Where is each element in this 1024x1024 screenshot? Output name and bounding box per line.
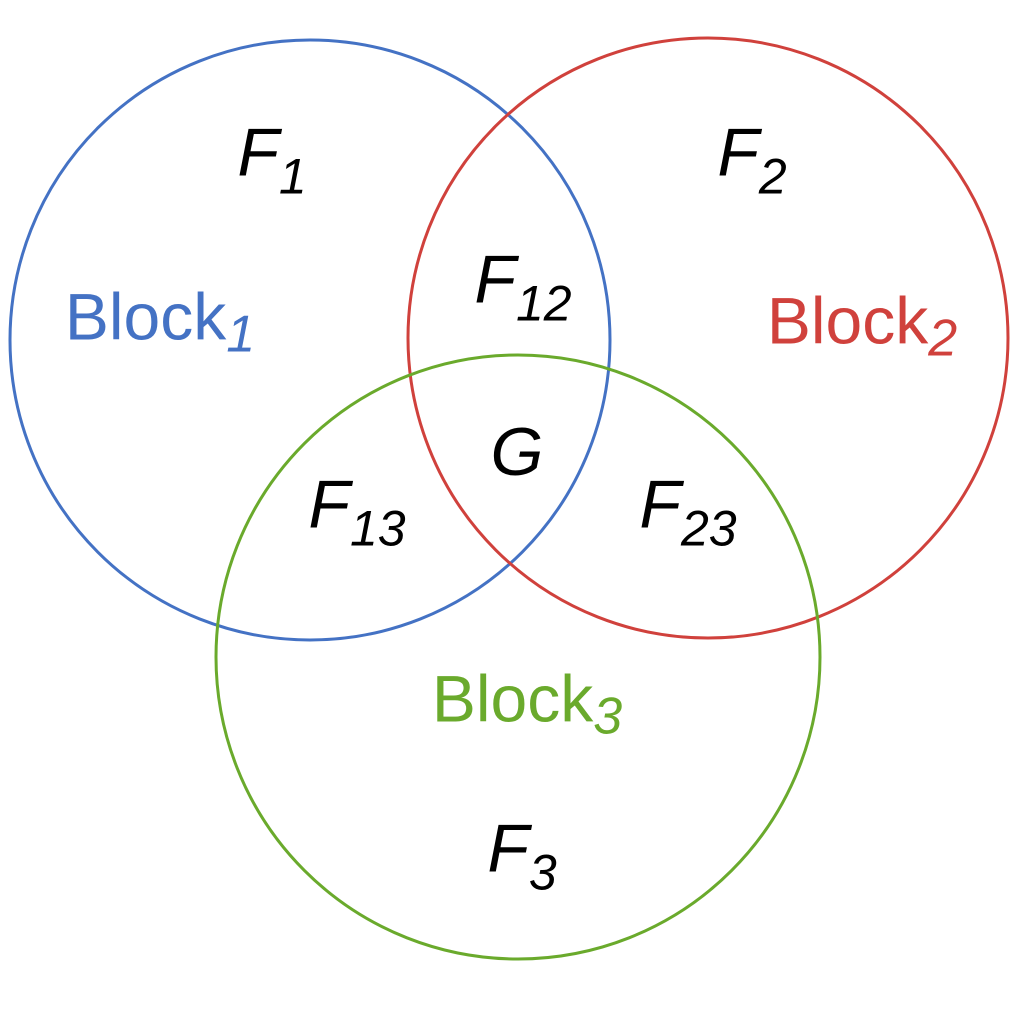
block2-circle: [406, 36, 1010, 640]
region-f13-symbol: F: [308, 466, 350, 543]
region-f3-subscript: 3: [528, 844, 557, 901]
region-f1-subscript: 1: [278, 148, 307, 205]
region-f13-subscript: 13: [349, 500, 406, 557]
block2-subscript: 2: [928, 309, 958, 368]
region-g-symbol: G: [490, 414, 544, 490]
block1-name: Block: [64, 279, 227, 354]
region-f2-symbol: F: [717, 114, 759, 191]
block3-name: Block: [431, 661, 594, 736]
region-f23-symbol: F: [639, 466, 681, 543]
block2-name: Block: [766, 283, 929, 358]
region-f23-label: F23: [639, 471, 736, 554]
block2-label: Block2: [767, 288, 957, 365]
region-f12-label: F12: [474, 246, 571, 329]
region-g-label: G: [491, 418, 544, 486]
region-f23-subscript: 23: [680, 500, 737, 557]
block1-label: Block1: [65, 284, 255, 361]
block1-subscript: 1: [226, 305, 256, 364]
region-f12-symbol: F: [474, 241, 516, 318]
region-f13-label: F13: [308, 471, 405, 554]
block3-circle: [214, 353, 822, 961]
block1-circle: [8, 38, 612, 642]
region-f12-subscript: 12: [515, 275, 572, 332]
region-f2-label: F2: [717, 119, 786, 202]
region-f1-symbol: F: [237, 114, 279, 191]
block3-label: Block3: [432, 666, 622, 743]
region-f2-subscript: 2: [758, 148, 787, 205]
region-f1-label: F1: [237, 119, 306, 202]
block3-subscript: 3: [593, 687, 623, 746]
region-f3-symbol: F: [487, 810, 529, 887]
region-f3-label: F3: [487, 815, 556, 898]
